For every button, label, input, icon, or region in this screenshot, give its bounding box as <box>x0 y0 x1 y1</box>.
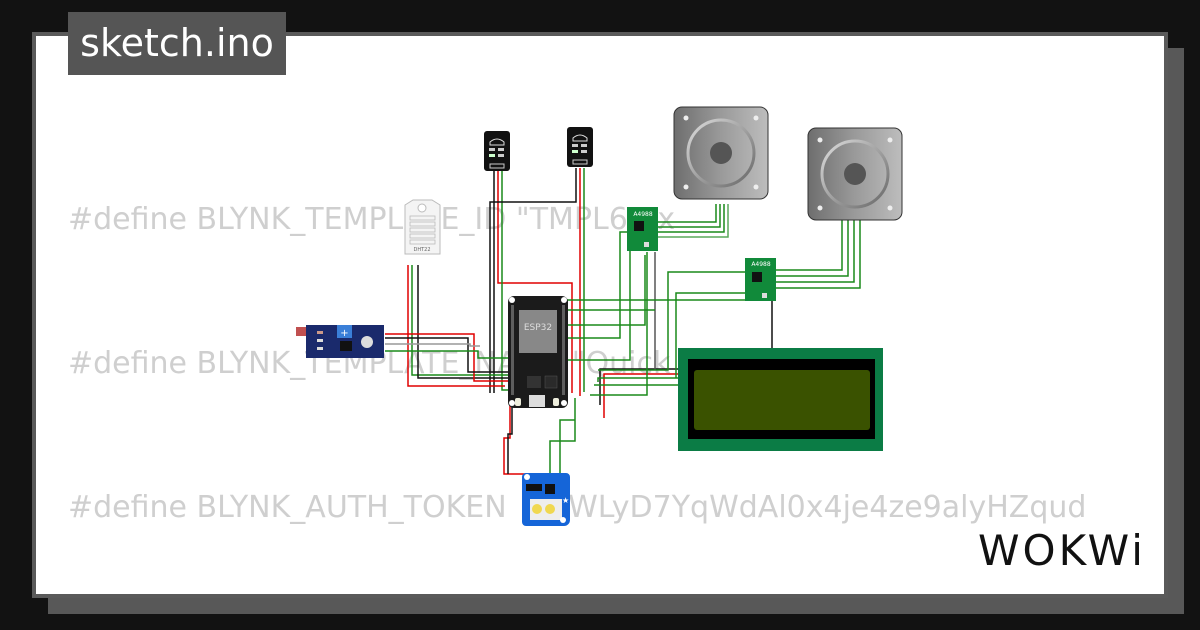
wire <box>657 204 729 238</box>
ldr-module[interactable]: + <box>296 325 384 358</box>
wire <box>598 271 745 371</box>
dht-label: DHT22 <box>413 247 430 253</box>
wire <box>774 220 861 289</box>
wokwi-logo: WOKWi <box>978 526 1146 575</box>
stepper-motor-1[interactable] <box>673 106 769 200</box>
wire <box>385 333 510 382</box>
wire <box>407 265 505 387</box>
wire <box>597 377 688 382</box>
wire <box>385 337 510 373</box>
code-background: #define BLYNK_TEMPLATE_ID "TMPL6tvx #def… <box>68 100 1086 594</box>
esp32-board[interactable]: ESP32 <box>508 296 568 408</box>
stepper-motor-2[interactable] <box>807 127 903 221</box>
code-line: #define BLYNK_AUTH_TOKEN "WLyD7YqWdAl0x4… <box>68 490 1087 525</box>
code-fragment: 4je4ze9alyHZqud <box>823 490 1087 525</box>
wire <box>675 292 745 378</box>
wire <box>657 204 717 223</box>
wire <box>549 398 576 474</box>
svg-text:+: + <box>340 328 348 339</box>
wire <box>774 220 855 283</box>
wire <box>411 265 508 376</box>
ir-sensor-1[interactable] <box>484 131 510 171</box>
file-tab[interactable]: sketch.ino <box>68 12 286 75</box>
wire <box>417 265 510 379</box>
wire <box>507 392 513 474</box>
ir-sensor-2[interactable] <box>567 127 593 167</box>
preview-area: #define BLYNK_TEMPLATE_ID "TMPL6tvx #def… <box>36 36 1164 594</box>
esp32-label: ESP32 <box>524 323 552 333</box>
wire <box>599 368 688 405</box>
wire <box>657 204 721 228</box>
wire <box>385 343 480 347</box>
wire <box>774 220 843 271</box>
a4988-driver-1[interactable]: A4988 <box>627 207 658 251</box>
preview-card[interactable]: #define BLYNK_TEMPLATE_ID "TMPL6tvx #def… <box>32 32 1168 598</box>
wire <box>489 168 577 393</box>
wire <box>559 419 575 474</box>
dht22-sensor[interactable]: DHT22 <box>404 199 441 255</box>
wire <box>385 340 511 359</box>
rtc-module[interactable]: ★ <box>522 473 570 526</box>
wire <box>774 220 849 277</box>
code-fragment: D7YqWdAl0x <box>629 490 824 525</box>
wire <box>603 373 688 418</box>
driver-label: A4988 <box>751 261 771 268</box>
lcd-display[interactable] <box>678 348 883 451</box>
wire <box>657 204 725 233</box>
a4988-driver-2[interactable]: A4988 <box>745 258 776 301</box>
driver-label: A4988 <box>633 211 653 218</box>
svg-text:★: ★ <box>562 496 569 505</box>
wire <box>503 388 528 475</box>
